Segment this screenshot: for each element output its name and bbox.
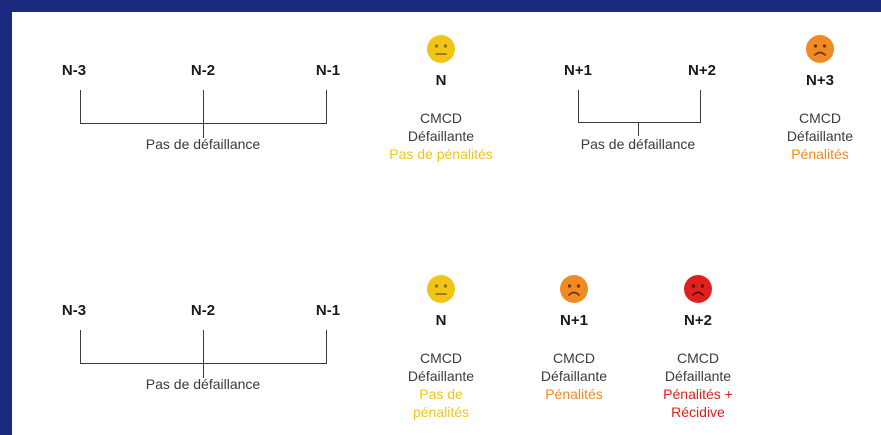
year-label-n-2: N-2 [190, 302, 216, 319]
group-caption: Pas de défaillance [145, 376, 261, 392]
neutral-face-icon [427, 275, 455, 303]
status-defaillante: Défaillante [786, 128, 854, 144]
year-label-n-3: N-3 [61, 302, 87, 319]
year-label-n+1: N+1 [560, 312, 588, 329]
status-penalty: Pénalités + [663, 386, 733, 402]
bracket2-mid-tick [638, 122, 639, 136]
sad-face-icon [806, 35, 834, 63]
status-penalty: Pénalités [791, 146, 849, 162]
year-label-n: N [435, 312, 447, 329]
frame-top [0, 0, 881, 12]
status-cmcd: CMCD [420, 350, 462, 366]
status-cmcd: CMCD [420, 110, 462, 126]
year-label-n+2: N+2 [688, 62, 716, 79]
bracket-right-tick [326, 330, 327, 364]
bracket-mid-tick [203, 330, 204, 378]
status-penalty: Pas de [419, 386, 463, 402]
group-caption-2: Pas de défaillance [580, 136, 696, 152]
bracket-base [80, 123, 327, 124]
year-label-n-1: N-1 [315, 302, 341, 319]
status-penalty-2: pénalités [412, 404, 470, 420]
status-cmcd: CMCD [553, 350, 595, 366]
bracket2-right-tick [700, 90, 701, 122]
angry-face-icon [684, 275, 712, 303]
year-label-n-2: N-2 [190, 62, 216, 79]
neutral-face-icon [427, 35, 455, 63]
status-penalty: Pas de pénalités [389, 146, 493, 162]
year-label-n: N [435, 72, 447, 89]
status-defaillante: Défaillante [540, 368, 608, 384]
status-cmcd: CMCD [677, 350, 719, 366]
year-label-n+3: N+3 [806, 72, 834, 89]
bracket-left-tick [80, 90, 81, 124]
status-penalty: Pénalités [545, 386, 603, 402]
year-label-n+1: N+1 [564, 62, 592, 79]
diagram-panel: N-3 N-2 N-1 Pas de défaillance N CMCD Dé… [12, 12, 881, 435]
sad-face-icon [560, 275, 588, 303]
year-label-n+2: N+2 [684, 312, 712, 329]
status-defaillante: Défaillante [407, 368, 475, 384]
year-label-n-1: N-1 [315, 62, 341, 79]
status-defaillante: Défaillante [664, 368, 732, 384]
bracket-right-tick [326, 90, 327, 124]
frame-left [0, 0, 12, 435]
bracket-base [80, 363, 327, 364]
bracket-mid-tick [203, 90, 204, 138]
group-caption: Pas de défaillance [145, 136, 261, 152]
bracket2-base [578, 122, 701, 123]
bracket2-left-tick [578, 90, 579, 122]
status-recidive: Récidive [671, 404, 725, 420]
status-cmcd: CMCD [799, 110, 841, 126]
status-defaillante: Défaillante [407, 128, 475, 144]
bracket-left-tick [80, 330, 81, 364]
year-label-n-3: N-3 [61, 62, 87, 79]
